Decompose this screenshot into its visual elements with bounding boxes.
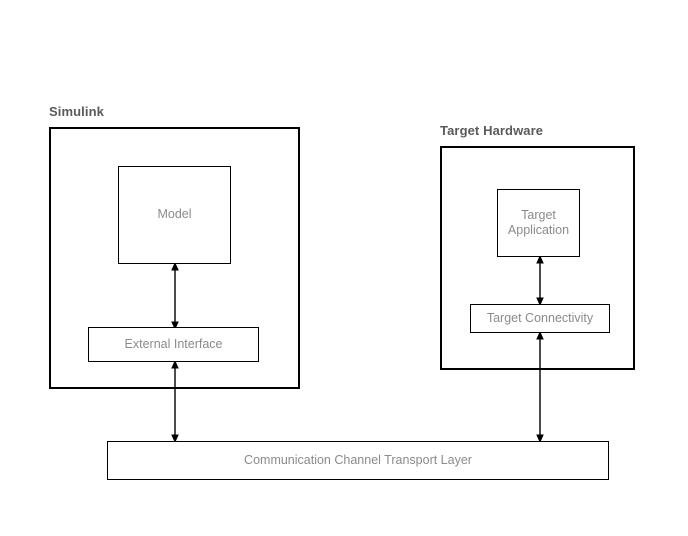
group-label-target-hardware: Target Hardware: [440, 123, 544, 138]
node-target-connectivity: Target Connectivity: [470, 304, 610, 333]
connector-target-connectivity-transport: [531, 331, 549, 443]
container-target-hardware: [440, 146, 635, 370]
node-target-application: Target Application: [497, 189, 580, 257]
connector-target-application-connectivity: [531, 255, 549, 306]
node-transport-layer-label: Communication Channel Transport Layer: [244, 452, 472, 467]
connector-external-interface-transport: [166, 360, 184, 443]
node-external-interface-label: External Interface: [124, 336, 223, 351]
node-transport-layer: Communication Channel Transport Layer: [107, 441, 609, 480]
node-target-application-label: Target Application: [507, 207, 570, 237]
node-model-label: Model: [157, 207, 192, 222]
node-external-interface: External Interface: [88, 327, 259, 362]
node-model: Model: [118, 166, 231, 264]
group-label-simulink: Simulink: [49, 104, 104, 119]
connector-model-external-interface: [166, 262, 184, 330]
node-target-connectivity-label: Target Connectivity: [486, 310, 594, 325]
